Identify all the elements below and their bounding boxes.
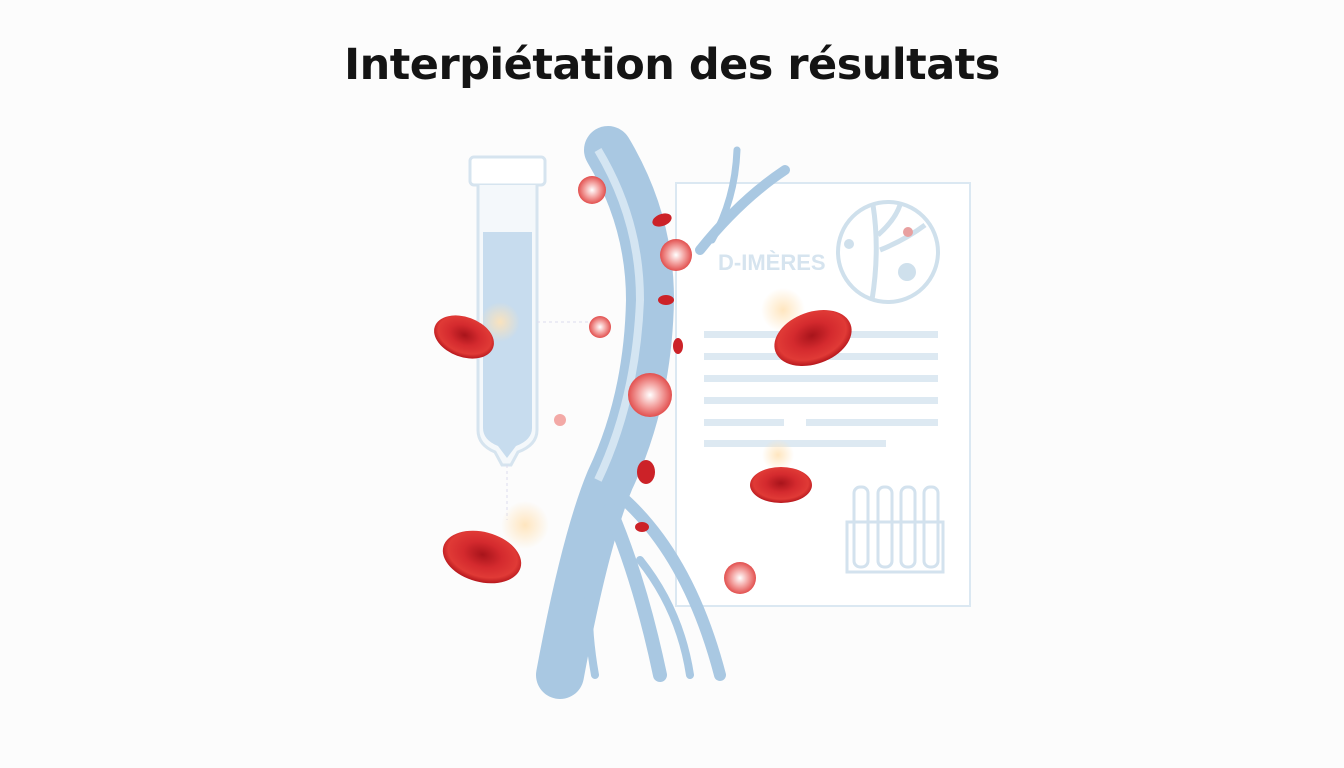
report-document	[675, 182, 971, 607]
page-title: Interpiétation des résultats	[344, 40, 1000, 90]
microscope-circle-icon	[836, 200, 940, 304]
red-blood-cells	[434, 213, 852, 584]
fibrin-clots	[554, 176, 756, 594]
document-label: D-IMÈRES	[718, 250, 826, 275]
test-tube-rack-icon	[845, 485, 945, 574]
